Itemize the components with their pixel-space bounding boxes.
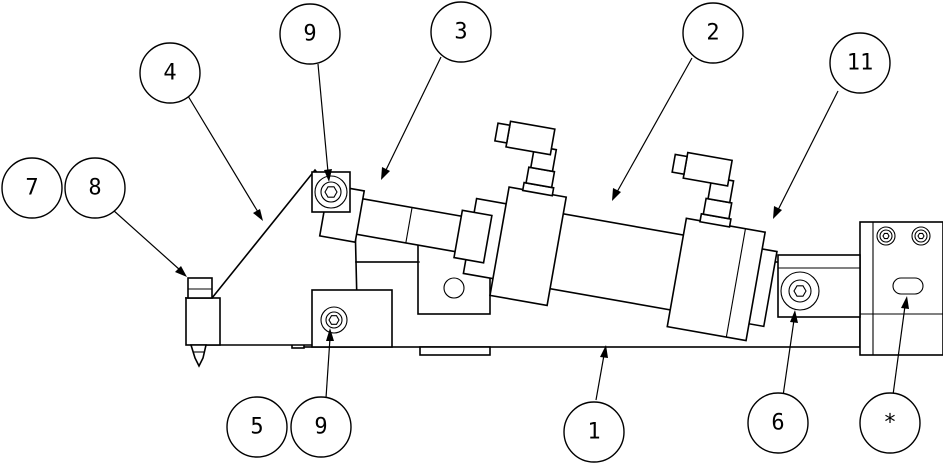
balloon-6-label: 6	[771, 411, 784, 436]
balloon-7: 7	[1, 157, 63, 219]
balloon-4: 4	[139, 42, 201, 104]
balloon-9-top-label: 9	[303, 22, 316, 47]
balloon-7-label: 7	[25, 176, 38, 201]
balloon-9-bottom: 9	[290, 396, 352, 458]
balloon-6: 6	[747, 392, 809, 454]
leader-lines	[112, 56, 909, 401]
balloon-8-label: 8	[88, 176, 101, 201]
balloon-2: 2	[682, 2, 744, 64]
rear-port-fitting	[671, 151, 735, 228]
balloon-5-label: 5	[250, 415, 263, 440]
cylinder-assembly	[318, 120, 778, 342]
front-port-fitting	[493, 120, 558, 197]
balloon-8: 8	[64, 157, 126, 219]
balloon-3-label: 3	[454, 20, 467, 45]
end-block-slot	[892, 277, 924, 295]
balloon-5: 5	[226, 396, 288, 458]
end-block	[859, 221, 943, 356]
balloon-1-label: 1	[587, 420, 600, 445]
tool-holder	[185, 277, 221, 368]
balloon-star: *	[859, 392, 921, 454]
balloon-star-label: *	[883, 411, 896, 436]
pivot-screw	[311, 171, 351, 213]
balloon-2-label: 2	[706, 21, 719, 46]
balloon-9-bottom-label: 9	[314, 415, 327, 440]
balloon-1: 1	[563, 401, 625, 463]
balloon-11: 11	[829, 32, 891, 94]
rear-bracket	[777, 254, 861, 318]
balloon-9-top: 9	[279, 3, 341, 65]
balloon-11-label: 11	[847, 51, 874, 76]
needle-tip	[189, 344, 208, 368]
end-block-screw-left	[876, 226, 896, 246]
end-block-screw-right	[911, 226, 931, 246]
lower-bracket	[311, 289, 393, 348]
balloon-4-label: 4	[163, 61, 176, 86]
balloon-3: 3	[430, 1, 492, 63]
piston-rod	[347, 196, 475, 255]
